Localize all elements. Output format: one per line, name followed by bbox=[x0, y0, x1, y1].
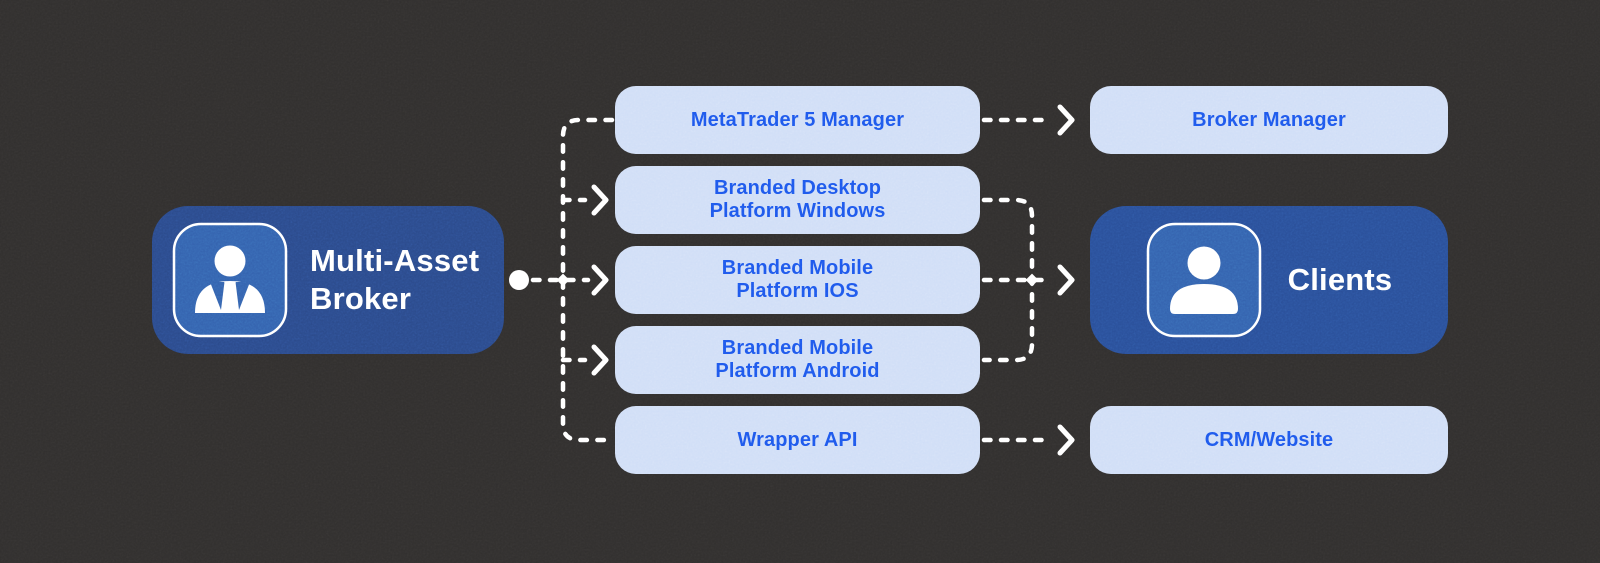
node-label: Branded Mobile Platform Android bbox=[715, 337, 880, 382]
arrowhead-left-row3 bbox=[591, 264, 609, 296]
source-connector-dot bbox=[509, 270, 529, 290]
node-label: Clients bbox=[1287, 262, 1393, 297]
clients-person-icon bbox=[1146, 222, 1261, 338]
node-metatrader-5-manager: MetaTrader 5 Manager bbox=[615, 86, 980, 154]
junction-diamond-left bbox=[556, 273, 570, 287]
node-branded-desktop-windows: Branded Desktop Platform Windows bbox=[615, 166, 980, 234]
node-label: MetaTrader 5 Manager bbox=[690, 108, 905, 131]
arrowhead-crm bbox=[1057, 424, 1075, 456]
node-label: Branded Desktop Platform Windows bbox=[709, 177, 886, 222]
arrowhead-left-row2 bbox=[591, 184, 609, 216]
node-crm-website: CRM/Website bbox=[1090, 406, 1448, 474]
arrowhead-broker-manager bbox=[1057, 104, 1075, 136]
node-branded-mobile-ios: Branded Mobile Platform IOS bbox=[615, 246, 980, 314]
node-label: Multi-Asset Broker bbox=[310, 243, 480, 316]
broker-person-icon bbox=[172, 222, 288, 338]
arrowhead-clients bbox=[1057, 264, 1075, 296]
node-label: CRM/Website bbox=[1204, 428, 1334, 451]
junction-diamond-right bbox=[1025, 273, 1039, 287]
node-clients: Clients bbox=[1090, 206, 1448, 354]
arrowhead-left-row4 bbox=[591, 344, 609, 376]
node-label: Branded Mobile Platform IOS bbox=[721, 257, 874, 302]
node-wrapper-api: Wrapper API bbox=[615, 406, 980, 474]
node-branded-mobile-android: Branded Mobile Platform Android bbox=[615, 326, 980, 394]
node-broker-manager: Broker Manager bbox=[1090, 86, 1448, 154]
node-label: Broker Manager bbox=[1192, 108, 1346, 131]
node-label: Wrapper API bbox=[737, 428, 858, 451]
node-multi-asset-broker: Multi-Asset Broker bbox=[152, 206, 504, 354]
